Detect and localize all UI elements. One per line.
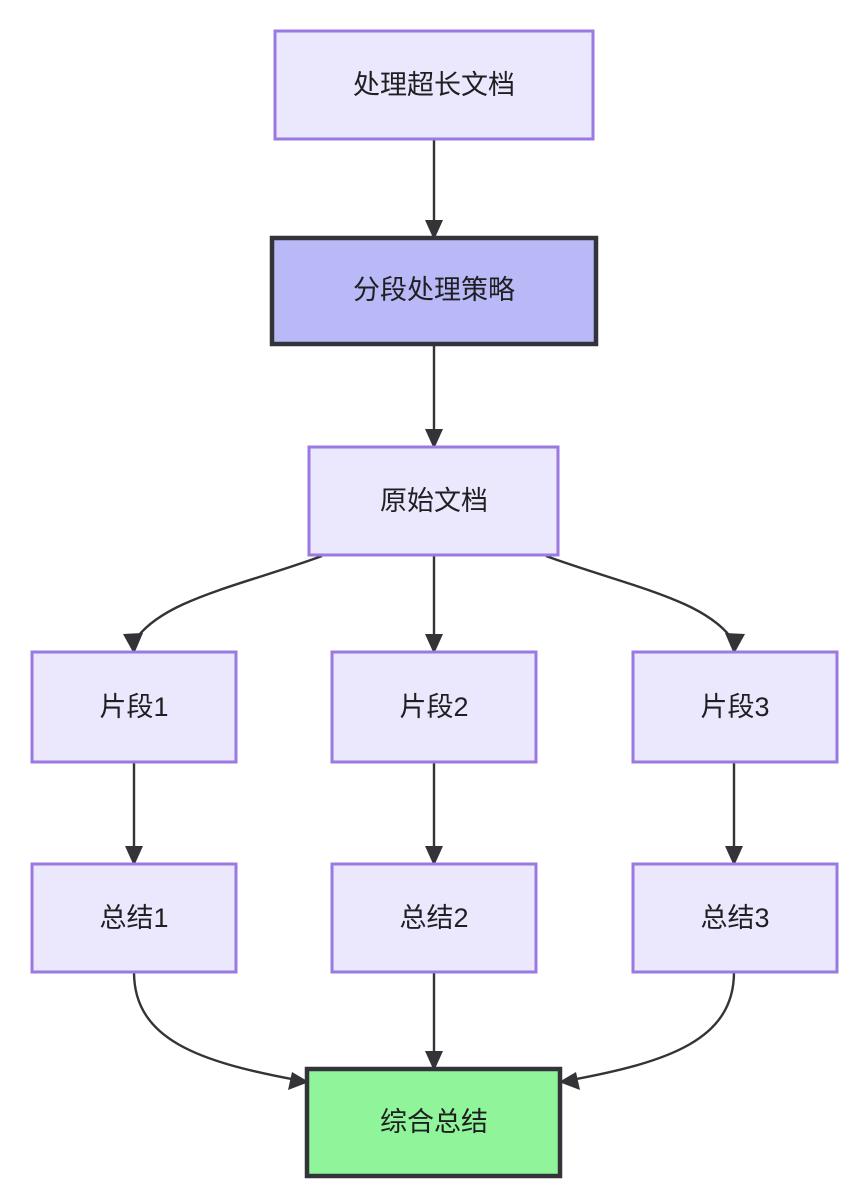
arrowhead-icon bbox=[425, 220, 443, 240]
node-label: 分段处理策略 bbox=[353, 275, 515, 305]
node-label: 总结1 bbox=[99, 903, 168, 933]
arrowhead-icon bbox=[725, 633, 745, 654]
node-box[interactable] bbox=[30, 862, 238, 974]
node-box[interactable] bbox=[307, 445, 560, 557]
node-box[interactable] bbox=[269, 235, 599, 347]
node-process-long-document[interactable]: 处理超长文档 bbox=[273, 29, 595, 141]
arrowhead-icon bbox=[288, 1072, 309, 1090]
edge-source-to-fragment2 bbox=[425, 556, 443, 654]
edge-summary3-to-final bbox=[559, 971, 736, 1090]
edge-fragment2-to-summary2 bbox=[425, 762, 443, 866]
arrowhead-icon bbox=[123, 633, 143, 654]
node-label: 总结2 bbox=[399, 903, 468, 933]
node-fragment-3[interactable]: 片段3 bbox=[631, 650, 839, 764]
node-source-document[interactable]: 原始文档 bbox=[307, 445, 560, 557]
edge-layer bbox=[123, 139, 745, 1090]
node-box[interactable] bbox=[30, 650, 238, 764]
node-label: 片段2 bbox=[399, 692, 468, 722]
arrowhead-icon bbox=[559, 1072, 580, 1090]
node-chunking-strategy[interactable]: 分段处理策略 bbox=[269, 235, 599, 347]
edge-process-to-strategy bbox=[425, 139, 443, 240]
edge-source-to-fragment3 bbox=[545, 554, 745, 654]
node-label: 原始文档 bbox=[380, 486, 488, 516]
node-summary-1[interactable]: 总结1 bbox=[30, 862, 238, 974]
edge-fragment1-to-summary1 bbox=[125, 762, 143, 866]
edge-strategy-to-source bbox=[425, 344, 443, 449]
node-summary-2[interactable]: 总结2 bbox=[330, 862, 538, 974]
edge-summary1-to-final bbox=[132, 971, 309, 1090]
node-box[interactable] bbox=[631, 862, 839, 974]
node-label: 总结3 bbox=[700, 903, 769, 933]
edge-summary2-to-final bbox=[425, 972, 443, 1071]
edge-line bbox=[132, 971, 298, 1082]
edge-line bbox=[545, 554, 736, 643]
arrowhead-icon bbox=[725, 846, 743, 866]
edge-fragment3-to-summary3 bbox=[725, 762, 743, 866]
node-layer: 处理超长文档 分段处理策略 原始文档 片段1 片段2 片段3 bbox=[30, 29, 839, 1179]
arrowhead-icon bbox=[425, 846, 443, 866]
node-fragment-1[interactable]: 片段1 bbox=[30, 650, 238, 764]
arrowhead-icon bbox=[425, 1051, 443, 1071]
node-label: 处理超长文档 bbox=[353, 70, 515, 100]
edge-line bbox=[570, 971, 736, 1082]
arrowhead-icon bbox=[425, 429, 443, 449]
arrowhead-icon bbox=[425, 634, 443, 654]
node-box[interactable] bbox=[631, 650, 839, 764]
node-summary-3[interactable]: 总结3 bbox=[631, 862, 839, 974]
node-box[interactable] bbox=[330, 862, 538, 974]
arrowhead-icon bbox=[125, 846, 143, 866]
node-box[interactable] bbox=[273, 29, 595, 141]
node-label: 片段1 bbox=[99, 692, 168, 722]
node-box[interactable] bbox=[330, 650, 538, 764]
node-fragment-2[interactable]: 片段2 bbox=[330, 650, 538, 764]
node-box[interactable] bbox=[304, 1066, 563, 1179]
edge-source-to-fragment1 bbox=[123, 554, 323, 654]
node-label: 片段3 bbox=[700, 692, 769, 722]
node-label: 综合总结 bbox=[380, 1107, 488, 1137]
node-final-summary[interactable]: 综合总结 bbox=[304, 1066, 563, 1179]
edge-line bbox=[132, 554, 323, 643]
